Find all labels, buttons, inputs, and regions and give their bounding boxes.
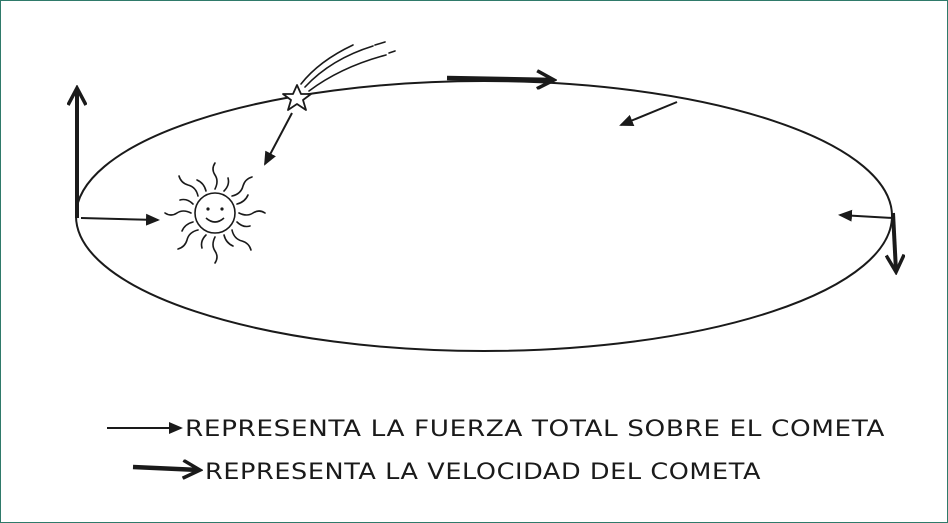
aphelion-arrows <box>838 209 896 271</box>
orbit-ellipse <box>75 80 893 352</box>
sun-icon <box>164 162 266 264</box>
velocity-arrow-right <box>893 212 896 271</box>
comet-star-icon <box>282 41 396 111</box>
force-arrow-top <box>264 112 293 166</box>
force-arrow-upper-right <box>619 101 678 126</box>
legend-velocity-arrow <box>132 467 199 470</box>
force-arrow-left <box>80 213 160 226</box>
legend-velocity-label: REPRESENTA LA VELOCIDAD DEL COMETA <box>205 460 761 485</box>
legend: REPRESENTA LA FUERZA TOTAL SOBRE EL COME… <box>107 417 885 485</box>
velocity-arrow-top <box>446 78 553 80</box>
perihelion-arrows <box>77 89 160 226</box>
force-arrow-right <box>838 209 894 222</box>
legend-force-label: REPRESENTA LA FUERZA TOTAL SOBRE EL COME… <box>185 417 885 442</box>
